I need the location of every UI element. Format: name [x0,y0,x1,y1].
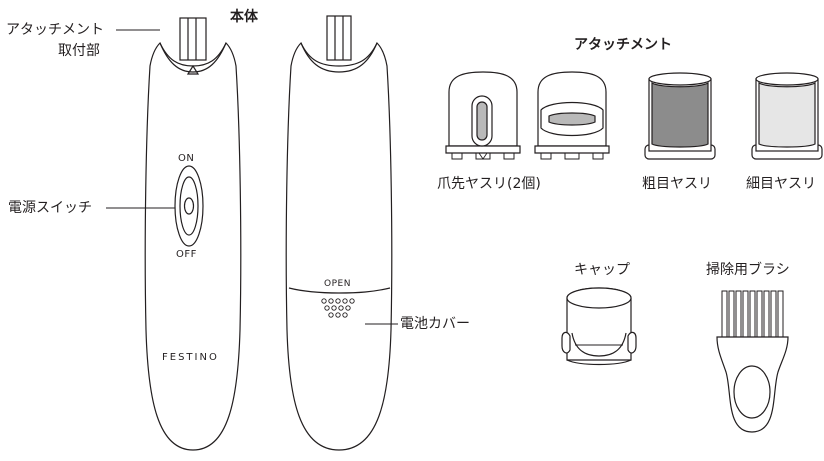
power-switch-housing [174,165,204,247]
nail-tip-file-a [445,71,521,160]
back-body-outline [285,41,393,451]
label-fine-file: 細目ヤスリ [746,176,816,192]
power-switch-knob [183,197,195,215]
label-nail-tip-file: 爪先ヤスリ(2個) [437,176,541,192]
battery-cover-grip-dots [321,298,355,318]
front-mount-rim [159,42,227,73]
device-front [144,17,242,451]
label-cap: キャップ [574,262,630,278]
fine-file [751,72,823,160]
brand-logo-text: FESTINO [162,352,219,363]
cap [561,287,637,366]
switch-off-label: OFF [176,249,197,260]
callout-lines [106,29,398,325]
battery-open-label: OPEN [324,279,351,289]
front-mount-triangle-icon [186,64,200,75]
coarse-file [644,72,716,160]
callout-battery-cover: 電池カバー [400,316,470,332]
back-mount-shaft [326,15,352,61]
label-cleaning-brush: 掃除用ブラシ [706,262,790,278]
front-mount-shaft [179,17,207,61]
label-coarse-file: 粗目ヤスリ [642,176,712,192]
callout-attachment-mount-line1: アタッチメント [6,22,104,38]
attachments-title: アタッチメント [574,37,672,53]
back-mount-rim [300,42,378,73]
cleaning-brush [716,290,789,433]
switch-on-label: ON [178,153,195,164]
callout-power-switch: 電源スイッチ [8,200,92,216]
power-switch-track [179,176,199,236]
callout-attachment-mount-line2: 取付部 [58,43,100,59]
device-back [285,15,393,451]
battery-cover-seam [288,287,391,294]
diagram-title: 本体 [230,9,258,25]
front-body-outline [144,41,242,451]
nail-tip-file-b [534,71,610,160]
